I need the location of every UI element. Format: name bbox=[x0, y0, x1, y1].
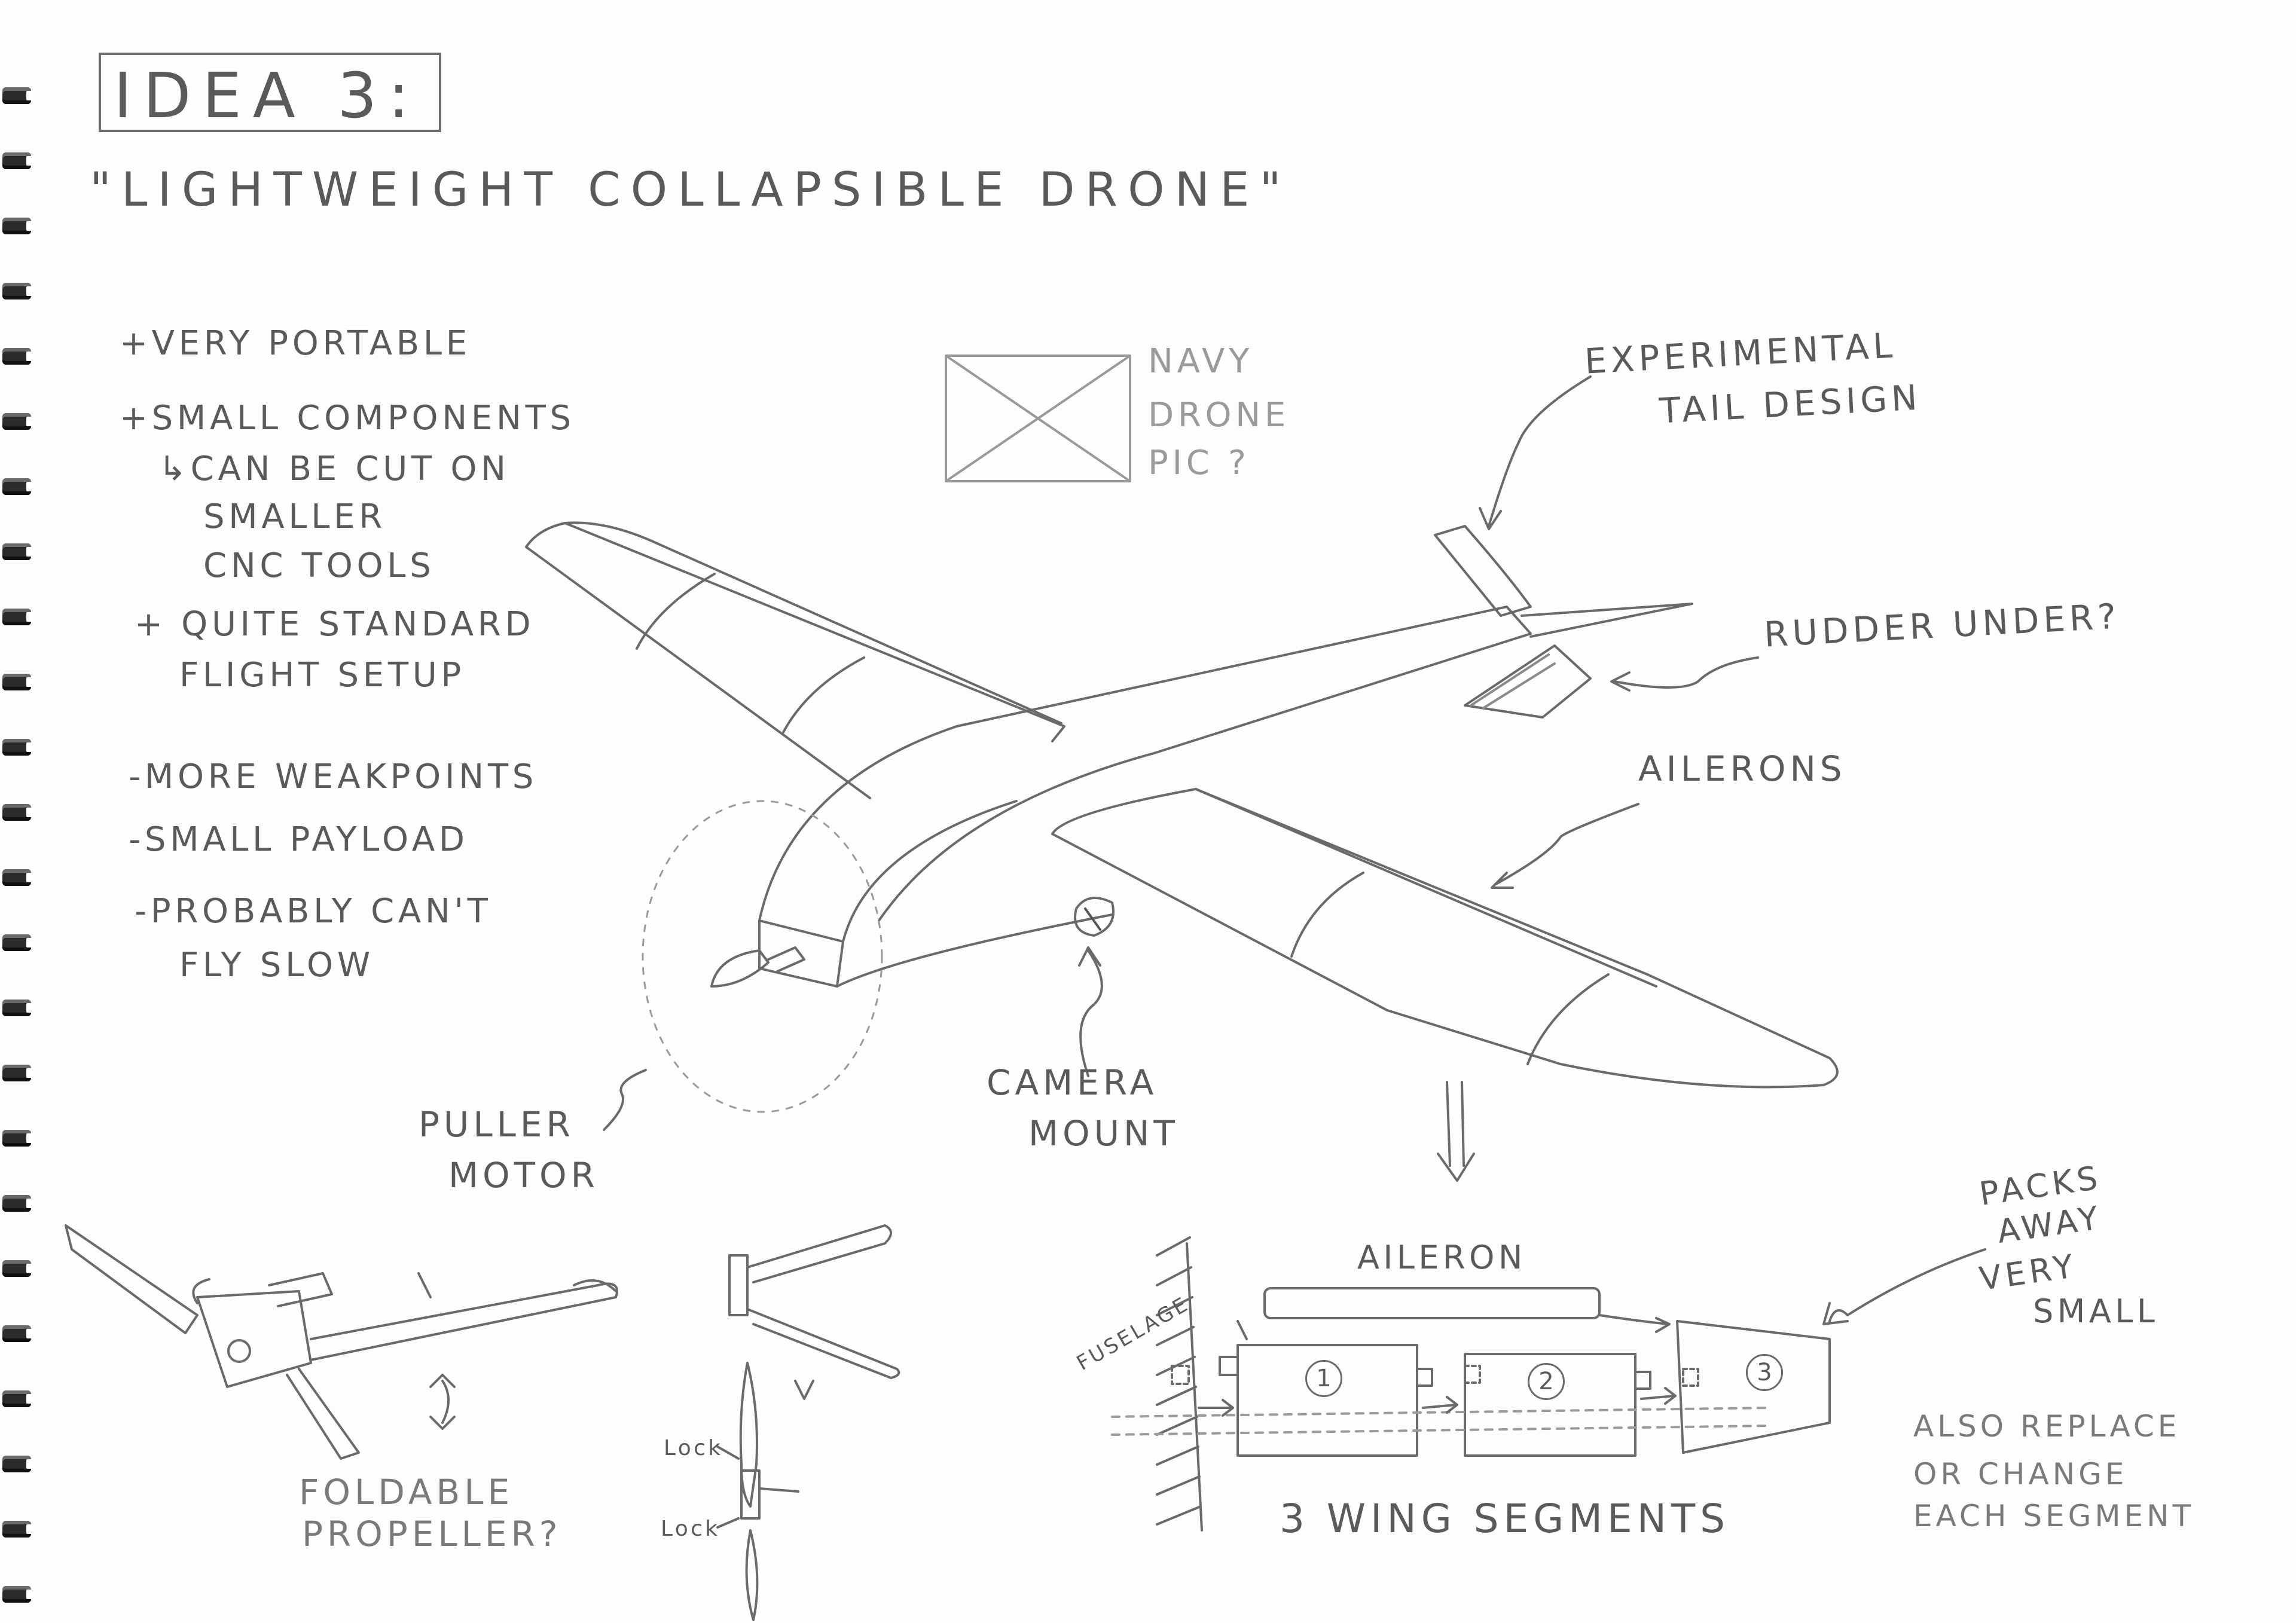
binding-ring bbox=[0, 409, 35, 433]
binding-hole bbox=[26, 1394, 35, 1404]
binding-hole bbox=[26, 1264, 35, 1273]
label-puller-motor: PULLER bbox=[419, 1104, 575, 1145]
binding-ring bbox=[0, 540, 35, 564]
con-subitem: FLY SLOW bbox=[179, 946, 374, 985]
binding-ring bbox=[0, 1322, 35, 1346]
binding-hole bbox=[26, 938, 35, 947]
label-aileron: AILERON bbox=[1357, 1239, 1526, 1276]
label-lock: Lock bbox=[664, 1436, 723, 1460]
binding-hole bbox=[26, 352, 35, 361]
binding-hole bbox=[26, 91, 35, 100]
binding-hole bbox=[26, 547, 35, 557]
binding-hole bbox=[26, 677, 35, 687]
binding-hole bbox=[26, 1459, 35, 1469]
binding-hole bbox=[26, 1003, 35, 1013]
con-item: -MORE WEAKPOINTS bbox=[129, 757, 538, 796]
binding-ring bbox=[0, 1191, 35, 1215]
segment-number: 2 bbox=[1528, 1363, 1565, 1400]
binding-ring bbox=[0, 735, 35, 759]
binding-ring bbox=[0, 214, 35, 238]
annotation-arrows bbox=[603, 375, 1986, 1325]
label-replace-note: ALSO REPLACE bbox=[1913, 1409, 2181, 1444]
binding-hole bbox=[26, 612, 35, 622]
binding-ring bbox=[0, 84, 35, 108]
pro-item: + QUITE STANDARD bbox=[135, 605, 535, 644]
binding-ring bbox=[0, 866, 35, 890]
binding-hole bbox=[26, 808, 35, 817]
binding-hole bbox=[26, 873, 35, 882]
title-box bbox=[99, 53, 441, 132]
wing-segments-sketch bbox=[1111, 1236, 1831, 1532]
binding-ring bbox=[0, 279, 35, 303]
binding-ring bbox=[0, 605, 35, 629]
binding-ring bbox=[0, 931, 35, 955]
binding-hole bbox=[26, 1133, 35, 1143]
drone-airframe bbox=[525, 521, 1839, 1113]
page-subtitle: "LIGHTWEIGHT COLLAPSIBLE DRONE" bbox=[90, 163, 1292, 217]
binding-ring bbox=[0, 475, 35, 499]
binding-ring bbox=[0, 1582, 35, 1606]
con-item: -PROBABLY CAN'T bbox=[135, 892, 492, 931]
binding-ring bbox=[0, 670, 35, 694]
binding-hole bbox=[26, 742, 35, 752]
binding-ring bbox=[0, 996, 35, 1020]
binding-hole bbox=[26, 156, 35, 166]
binding-ring bbox=[0, 1452, 35, 1476]
binding-hole bbox=[26, 221, 35, 231]
label-puller-motor: MOTOR bbox=[448, 1155, 599, 1196]
label-foldable-propeller: PROPELLER? bbox=[302, 1514, 562, 1554]
label-wing-segments: 3 WING SEGMENTS bbox=[1280, 1496, 1730, 1542]
label-replace-note: OR CHANGE bbox=[1913, 1457, 2128, 1491]
binding-ring bbox=[0, 1257, 35, 1280]
foldable-propeller-sketch bbox=[65, 1224, 618, 1460]
binding-hole bbox=[26, 482, 35, 491]
binding-ring bbox=[0, 1061, 35, 1085]
label-foldable-propeller: FOLDABLE bbox=[299, 1472, 514, 1512]
binding-hole bbox=[26, 286, 35, 296]
placeholder-caption: PIC ? bbox=[1148, 444, 1250, 482]
segment-number: 1 bbox=[1305, 1360, 1342, 1397]
binding-hole bbox=[26, 1199, 35, 1208]
binding-hole bbox=[26, 1068, 35, 1078]
pro-subitem: SMALLER bbox=[203, 497, 386, 536]
label-camera-mount: CAMERA bbox=[987, 1062, 1158, 1103]
pro-subitem: CNC TOOLS bbox=[203, 546, 435, 585]
label-packs-away: SMALL bbox=[2033, 1292, 2159, 1330]
binding-ring bbox=[0, 1517, 35, 1541]
label-replace-note: EACH SEGMENT bbox=[1913, 1499, 2195, 1533]
placeholder-caption: NAVY bbox=[1148, 342, 1254, 381]
pro-subitem: ↳CAN BE CUT ON bbox=[158, 450, 510, 488]
binding-hole bbox=[26, 417, 35, 426]
binding-ring bbox=[0, 149, 35, 173]
binding-ring bbox=[0, 344, 35, 368]
binding-ring bbox=[0, 800, 35, 824]
image-placeholder bbox=[945, 354, 1131, 482]
segment-number: 3 bbox=[1746, 1354, 1783, 1391]
pro-item: +VERY PORTABLE bbox=[120, 324, 471, 363]
pro-subitem: FLIGHT SETUP bbox=[179, 656, 465, 695]
binding-ring bbox=[0, 1126, 35, 1150]
binding-ring bbox=[0, 1387, 35, 1411]
label-lock: Lock bbox=[661, 1517, 720, 1541]
pro-item: +SMALL COMPONENTS bbox=[120, 399, 575, 438]
label-camera-mount: MOUNT bbox=[1028, 1113, 1179, 1154]
binding-hole bbox=[26, 1590, 35, 1599]
placeholder-caption: DRONE bbox=[1148, 396, 1290, 435]
con-item: -SMALL PAYLOAD bbox=[129, 820, 469, 859]
label-ailerons: AILERONS bbox=[1638, 748, 1846, 789]
propeller-fold-views bbox=[716, 1224, 900, 1621]
binding-hole bbox=[26, 1524, 35, 1534]
binding-hole bbox=[26, 1329, 35, 1338]
page-title: IDEA 3: bbox=[114, 59, 420, 132]
